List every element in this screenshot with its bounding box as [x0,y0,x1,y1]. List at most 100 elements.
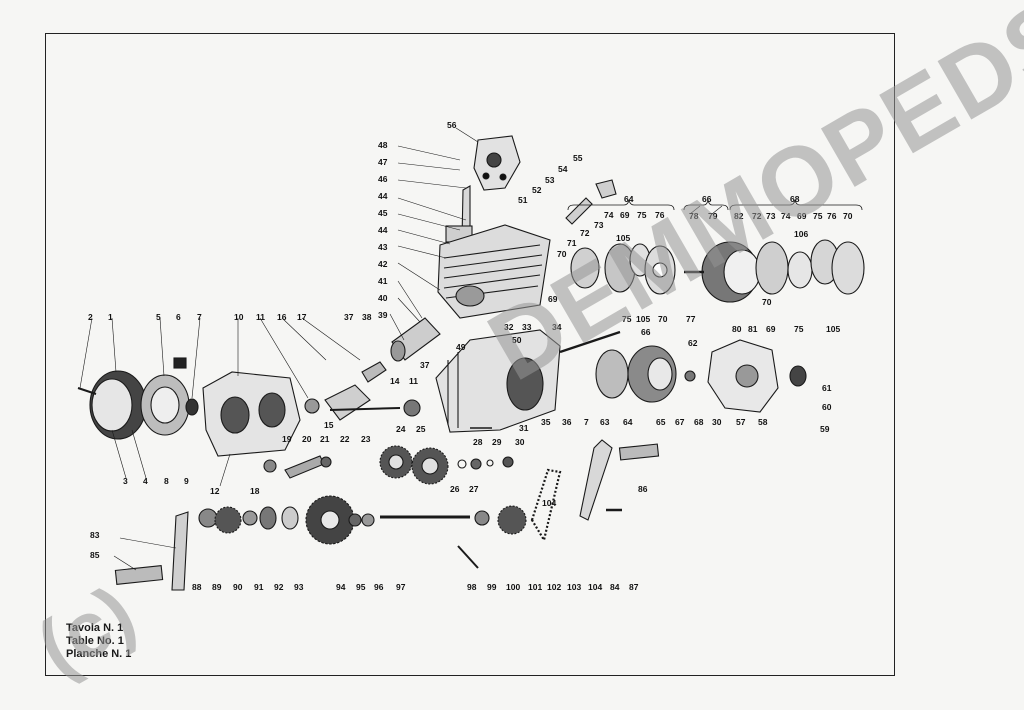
intake-pipe-part [445,185,473,243]
part-callout-c7b: 7 [584,417,589,427]
kick-lever-part [579,439,660,521]
part-callout-c48: 48 [378,140,388,150]
part-callout-c20: 20 [302,434,312,444]
part-callout-c101: 101 [528,582,542,592]
spark-plug-part [565,179,617,225]
part-callout-c15: 15 [324,420,334,430]
part-callout-c79: 79 [708,211,718,221]
part-callout-c27: 27 [469,484,479,494]
cylinder-part [437,224,551,319]
part-callout-c98: 98 [467,582,477,592]
part-callout-c66b: 66 [641,327,651,337]
part-callout-c92: 92 [274,582,284,592]
part-callout-c88: 88 [192,582,202,592]
part-callout-c4: 4 [143,476,148,486]
part-callout-c59: 59 [820,424,830,434]
part-callout-c8: 8 [164,476,169,486]
group-callout-g68: 68 [790,194,800,204]
part-callout-c47: 47 [378,157,388,167]
part-callout-c33: 33 [522,322,532,332]
part-callout-c39: 39 [378,310,388,320]
part-callout-c29: 29 [492,437,502,447]
part-callout-c14: 14 [390,376,400,386]
part-callout-c56: 56 [447,120,457,130]
part-callout-c60: 60 [822,402,832,412]
part-callout-c82: 82 [734,211,744,221]
part-callout-c105c: 105 [826,324,840,334]
part-callout-c86: 86 [638,484,648,494]
clutch-cover-part [707,339,807,413]
part-callout-c91: 91 [254,582,264,592]
part-callout-c41: 41 [378,276,388,286]
part-callout-c31: 31 [519,423,529,433]
part-callout-c22: 22 [340,434,350,444]
part-callout-c25: 25 [416,424,426,434]
part-callout-c34: 34 [552,322,562,332]
part-callout-c45: 45 [378,208,388,218]
stator-plate-part [140,357,199,436]
part-callout-c9: 9 [184,476,189,486]
part-callout-c68: 68 [694,417,704,427]
part-callout-c76b: 76 [827,211,837,221]
part-callout-c44b: 44 [378,225,388,235]
part-callout-c11b: 11 [409,376,418,386]
part-callout-c12: 12 [210,486,220,496]
part-callout-c70b: 70 [658,314,668,324]
part-callout-c62: 62 [688,338,698,348]
clutch-drum-part [595,345,696,403]
part-callout-c10: 10 [234,312,244,322]
clutch-bell-part [684,241,761,303]
part-callout-c69d: 69 [766,324,776,334]
part-callout-c18: 18 [250,486,260,496]
sprocket-train-part [198,495,527,569]
part-callout-c94: 94 [336,582,346,592]
part-callout-c73a: 73 [594,220,604,230]
part-callout-c78: 78 [689,211,699,221]
part-callout-c70a: 70 [557,249,567,259]
drive-chain-part [530,468,562,543]
part-callout-c90: 90 [233,582,243,592]
part-callout-c104a: 104 [542,498,556,508]
part-callout-c17: 17 [297,312,307,322]
part-callout-c43: 43 [378,242,388,252]
part-callout-c49: 49 [456,342,466,352]
part-callout-c71: 71 [567,238,577,248]
part-callout-c51: 51 [518,195,528,205]
part-callout-c95: 95 [356,582,366,592]
part-callout-c3: 3 [123,476,128,486]
clutch-assembly-part [570,243,676,295]
part-callout-c54: 54 [558,164,568,174]
part-callout-c6: 6 [176,312,181,322]
part-callout-c75c: 75 [813,211,823,221]
part-callout-c106: 106 [794,229,808,239]
part-callout-c74b: 74 [781,211,791,221]
part-callout-c21: 21 [320,434,330,444]
part-callout-c96: 96 [374,582,384,592]
part-callout-c57: 57 [736,417,746,427]
part-callout-c103: 103 [567,582,581,592]
part-callout-c85: 85 [90,550,100,560]
left-crankcase-part [202,371,301,457]
caption-italian: Tavola N. 1 [66,622,124,634]
part-callout-c5: 5 [156,312,161,322]
part-callout-c99: 99 [487,582,497,592]
part-callout-c28: 28 [473,437,483,447]
part-callout-c105a: 105 [616,233,630,243]
part-callout-c100: 100 [506,582,520,592]
part-callout-c2: 2 [88,312,93,322]
part-callout-c67: 67 [675,417,685,427]
part-callout-c64b: 64 [623,417,633,427]
part-callout-c77: 77 [686,314,696,324]
part-callout-c23: 23 [361,434,371,444]
part-callout-c80: 80 [732,324,742,334]
part-callout-c50: 50 [512,335,522,345]
part-callout-c52: 52 [532,185,542,195]
part-callout-c7a: 7 [197,312,202,322]
part-callout-c97: 97 [396,582,406,592]
part-callout-c58: 58 [758,417,768,427]
part-callout-c61: 61 [822,383,832,393]
part-callout-c76a: 76 [655,210,665,220]
part-callout-c72a: 72 [580,228,590,238]
part-callout-c55: 55 [573,153,583,163]
